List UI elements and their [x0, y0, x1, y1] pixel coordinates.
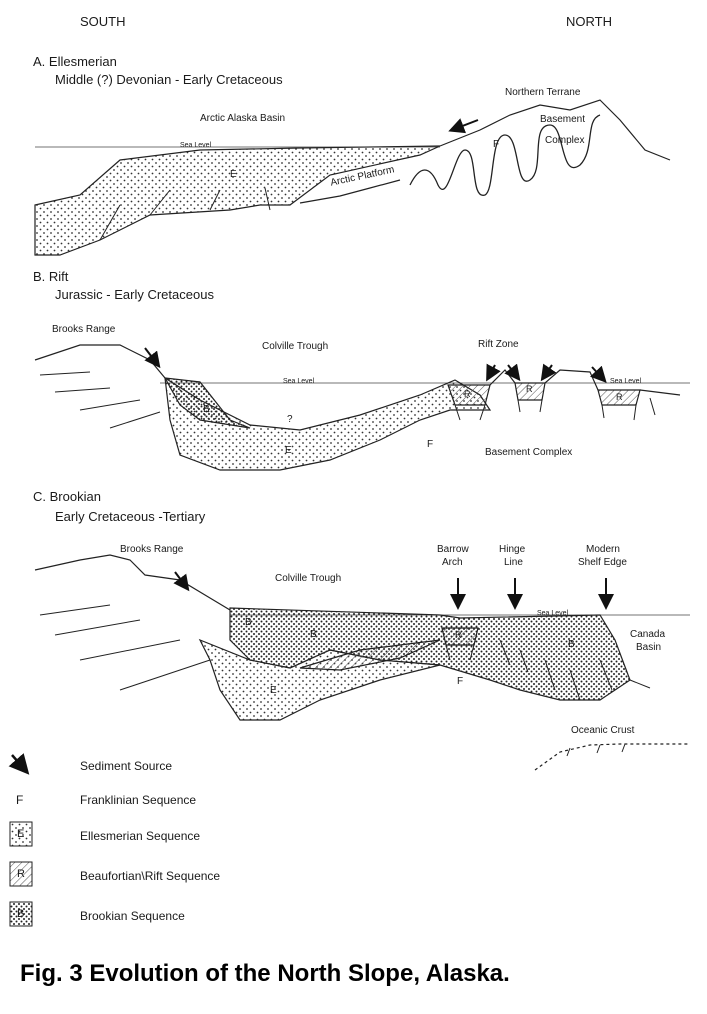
panel-c-canada-1: Canada: [630, 630, 665, 640]
panel-b-query: ?: [287, 415, 293, 425]
panel-a-heading: A. Ellesmerian: [33, 55, 117, 68]
range-thrusts-c: [40, 605, 210, 690]
panel-b-age: Jurassic - Early Cretaceous: [55, 288, 214, 301]
panel-c-f: F: [457, 677, 463, 687]
legend-symbol-r: R: [17, 869, 25, 880]
legend-symbols: [10, 755, 32, 926]
panel-a-basement: Basement: [540, 115, 585, 125]
legend-symbol-f: F: [16, 794, 23, 806]
north-label: NORTH: [566, 15, 612, 28]
sediment-arrow-b5: [488, 365, 495, 378]
panel-b-e: E: [285, 446, 292, 456]
panel-c-range: Brooks Range: [120, 545, 183, 555]
sediment-arrow-a: [452, 120, 478, 130]
figure-caption: Fig. 3 Evolution of the North Slope, Ala…: [20, 960, 510, 988]
panel-b-sea-level-2: Sea Level: [610, 378, 641, 385]
panel-c-drawing: [35, 555, 690, 770]
panel-b-basement-complex: Basement Complex: [485, 448, 572, 458]
sediment-arrow-b4: [592, 367, 604, 380]
panel-c-b1: B: [245, 618, 252, 628]
panel-c-hinge-2: Line: [504, 558, 523, 568]
oceanic-crust-line: [535, 744, 690, 770]
franklinian-folds: [410, 115, 600, 195]
northern-terrane-profile: [440, 100, 670, 160]
panel-b-drawing: [35, 345, 690, 470]
panel-c-modern-2: Shelf Edge: [578, 558, 627, 568]
panel-b-heading: B. Rift: [33, 270, 68, 283]
panel-b-r2: R: [526, 385, 533, 394]
panel-c-trough: Colville Trough: [275, 574, 341, 584]
oceanic-crust-ticks: [567, 744, 625, 756]
legend-label-brookian: Brookian Sequence: [80, 910, 185, 922]
panel-a-sea-level: Sea Level: [180, 142, 211, 149]
panel-c-oceanic: Oceanic Crust: [571, 726, 634, 736]
panel-b-f: F: [427, 440, 433, 450]
panel-b-r1: R: [464, 390, 471, 399]
ellesmerian-wedge-a: [35, 146, 440, 255]
panel-b-rift-zone: Rift Zone: [478, 340, 519, 350]
range-thrusts-b: [40, 372, 160, 428]
legend-label-franklinian: Franklinian Sequence: [80, 794, 196, 806]
panel-c-modern-1: Modern: [586, 545, 620, 555]
panel-c-age: Early Cretaceous -Tertiary: [55, 510, 205, 523]
panel-a-basin: Arctic Alaska Basin: [200, 114, 285, 124]
trough-fill-b: [165, 378, 490, 470]
panel-a-f: F: [493, 140, 499, 150]
panel-c-hinge-1: Hinge: [499, 545, 525, 555]
panel-b-b: B: [203, 405, 210, 415]
legend-symbol-e: E: [17, 829, 24, 840]
panel-b-r3: R: [616, 393, 623, 402]
panel-c-heading: C. Brookian: [33, 490, 101, 503]
panel-c-e: E: [270, 686, 277, 696]
brooks-range-c: [35, 555, 230, 610]
panel-c-sea-level: Sea Level: [537, 610, 568, 617]
south-label: SOUTH: [80, 15, 126, 28]
panel-a-e: E: [230, 170, 237, 180]
panel-a-complex: Complex: [545, 136, 584, 146]
panel-b-sea-level: Sea Level: [283, 378, 314, 385]
panel-c-barrow-2: Arch: [442, 558, 463, 568]
panel-c-barrow-1: Barrow: [437, 545, 469, 555]
panel-a-age: Middle (?) Devonian - Early Cretaceous: [55, 73, 283, 86]
legend-label-ellesmerian: Ellesmerian Sequence: [80, 830, 200, 842]
sediment-arrow-b3: [543, 365, 552, 378]
legend-label-rift: Beaufortian\Rift Sequence: [80, 870, 220, 882]
panel-c-canada-2: Basin: [636, 643, 661, 653]
legend-symbol-b: B: [17, 909, 24, 920]
panel-c-r: R: [455, 631, 462, 640]
panel-c-b2: B: [310, 630, 317, 640]
panel-b-trough: Colville Trough: [262, 342, 328, 352]
legend-label-sediment: Sediment Source: [80, 760, 172, 772]
panel-b-range: Brooks Range: [52, 325, 115, 335]
legend-arrow-icon: [12, 755, 26, 771]
panel-c-b3: B: [568, 640, 575, 650]
panel-a-terrane: Northern Terrane: [505, 88, 580, 98]
